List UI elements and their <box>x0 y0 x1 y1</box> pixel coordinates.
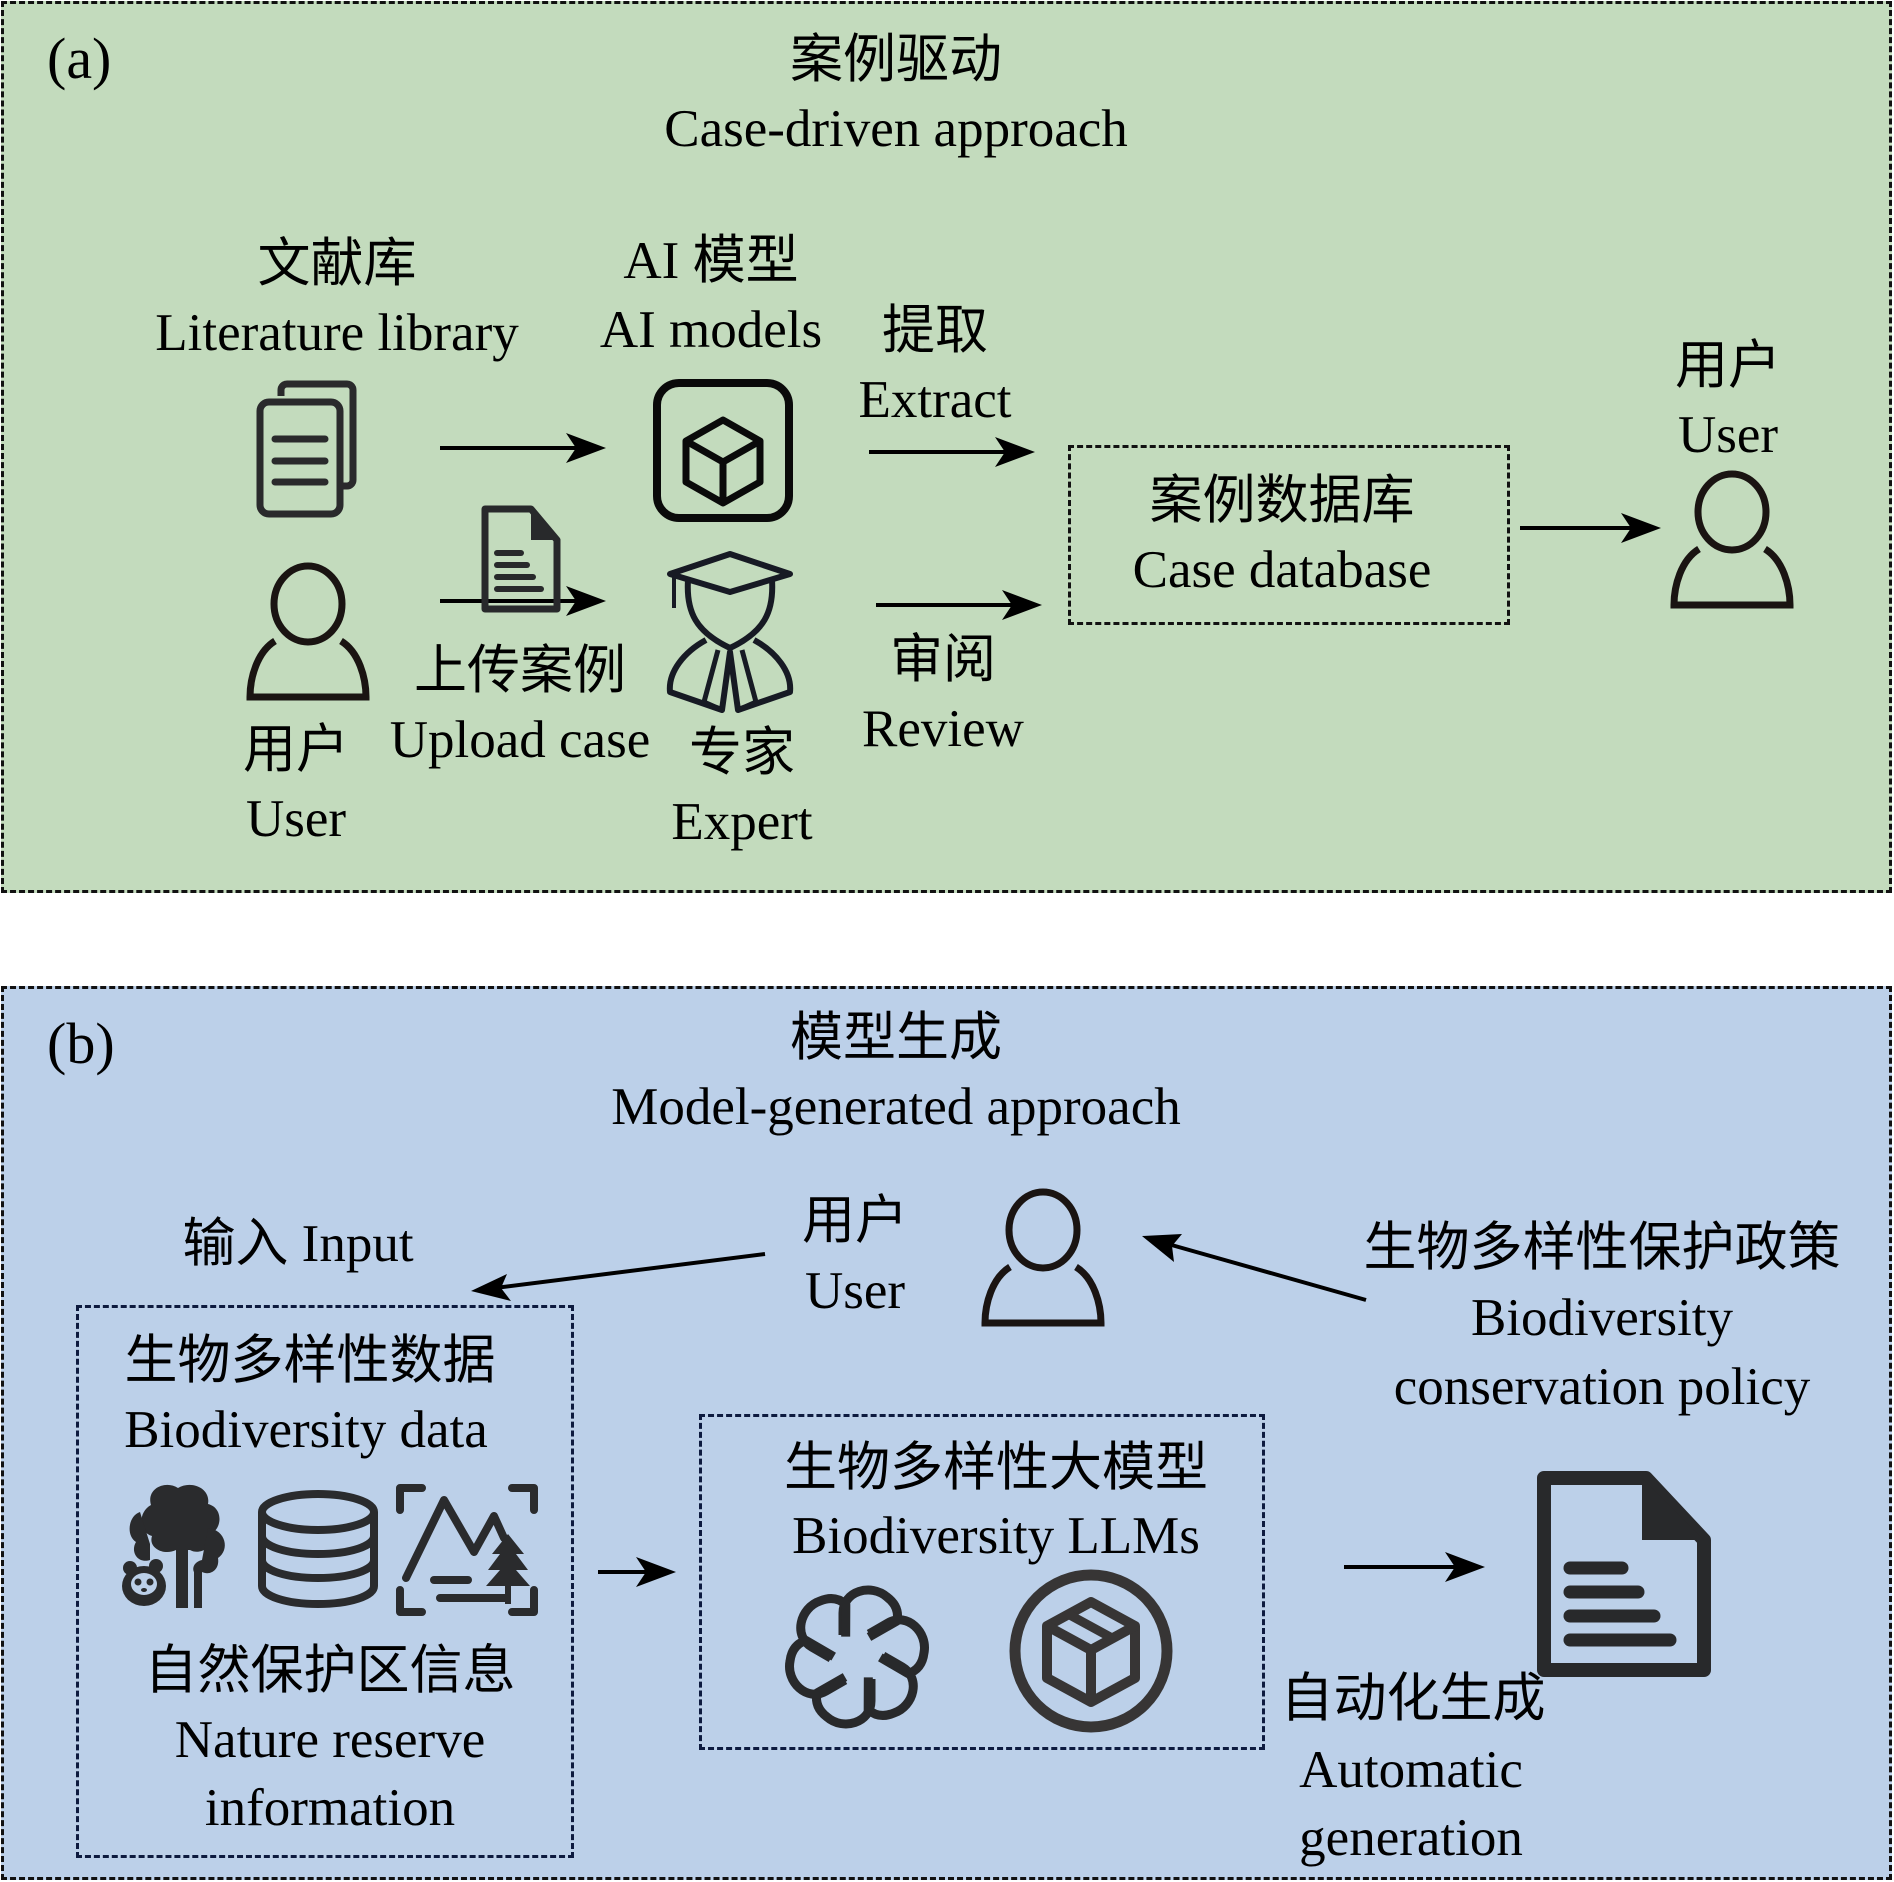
auto-gen-label-en-2: generation <box>1299 1809 1523 1867</box>
arrow-policy-to-user <box>1142 1234 1367 1302</box>
auto-gen-label-en-1: Automatic <box>1299 1741 1523 1799</box>
document-icon <box>1537 1471 1711 1677</box>
input-label: 输入 Input <box>182 1215 414 1273</box>
panel-case-driven <box>1 1 1892 893</box>
arrow-review <box>876 590 1042 620</box>
nature-reserve-label-en-2: information <box>204 1779 456 1837</box>
user-icon <box>981 1188 1105 1327</box>
user-left-label-en: User <box>245 790 347 848</box>
extract-label-zh: 提取 <box>882 302 988 360</box>
expert-label-en: Expert <box>671 793 813 851</box>
user-icon <box>1670 470 1794 609</box>
review-label-zh: 审阅 <box>890 631 996 689</box>
nature-reserve-label-zh: 自然保护区信息 <box>144 1642 516 1700</box>
ai-models-label-zh: AI 模型 <box>623 232 799 290</box>
user-center-label-zh: 用户 <box>802 1192 908 1250</box>
graduate-expert-icon <box>666 551 794 713</box>
llms-label-en: Biodiversity LLMs <box>792 1507 1200 1565</box>
arrow-database-to-user <box>1520 513 1661 543</box>
user-left-label-zh: 用户 <box>243 721 349 779</box>
llms-label-zh: 生物多样性大模型 <box>784 1439 1208 1497</box>
package-circle-icon <box>1009 1569 1173 1733</box>
user-right-label-en: User <box>1677 406 1779 464</box>
review-label-en: Review <box>862 700 1024 758</box>
cube-box-icon <box>653 379 793 522</box>
expert-label-zh: 专家 <box>689 724 795 782</box>
ai-models-label-en: AI models <box>599 301 823 359</box>
biodiversity-data-label-en: Biodiversity data <box>124 1401 488 1459</box>
policy-label-zh: 生物多样性保护政策 <box>1363 1219 1841 1277</box>
auto-gen-label-zh: 自动化生成 <box>1280 1670 1546 1728</box>
arrow-literature-to-ai <box>440 433 606 463</box>
biodiversity-data-box <box>76 1305 574 1858</box>
nature-reserve-label-en-1: Nature reserve <box>174 1711 486 1769</box>
policy-label-en-2: conservation policy <box>1393 1358 1811 1416</box>
biodiversity-data-label-zh: 生物多样性数据 <box>124 1332 496 1390</box>
panel-a-title-en: Case-driven approach <box>664 100 1128 158</box>
case-database-box <box>1068 445 1510 625</box>
user-right-label-zh: 用户 <box>1675 337 1781 395</box>
case-database-label-en: Case database <box>1132 541 1432 599</box>
upload-label-en: Upload case <box>389 711 651 769</box>
database-icon <box>258 1490 378 1609</box>
panel-a-label: (a) <box>47 26 112 91</box>
policy-label-en-1: Biodiversity <box>1470 1289 1734 1347</box>
document-icon <box>481 505 561 613</box>
openai-logo-icon <box>785 1585 929 1729</box>
arrow-llm-to-output <box>1344 1552 1485 1582</box>
extract-label-en: Extract <box>858 371 1012 429</box>
upload-label-zh: 上传案例 <box>414 642 626 700</box>
documents-icon <box>256 380 357 518</box>
arrow-user-to-input <box>471 1252 766 1301</box>
biodiversity-llms-box <box>699 1414 1265 1750</box>
panel-b-label: (b) <box>47 1011 115 1076</box>
tree-panda-icon <box>122 1484 225 1608</box>
user-icon <box>246 562 370 701</box>
case-database-label-zh: 案例数据库 <box>1149 472 1415 530</box>
panel-a-title-zh: 案例驱动 <box>790 31 1002 89</box>
panel-b-title-en: Model-generated approach <box>611 1078 1181 1136</box>
arrow-extract <box>869 437 1035 467</box>
panel-b-title-zh: 模型生成 <box>790 1009 1002 1067</box>
user-center-label-en: User <box>804 1262 906 1320</box>
literature-label-zh: 文献库 <box>257 235 417 293</box>
literature-label-en: Literature library <box>155 304 519 362</box>
panel-model-generated <box>1 986 1892 1880</box>
arrow-data-to-llm <box>598 1557 676 1587</box>
mountain-landscape-icon <box>396 1484 538 1616</box>
